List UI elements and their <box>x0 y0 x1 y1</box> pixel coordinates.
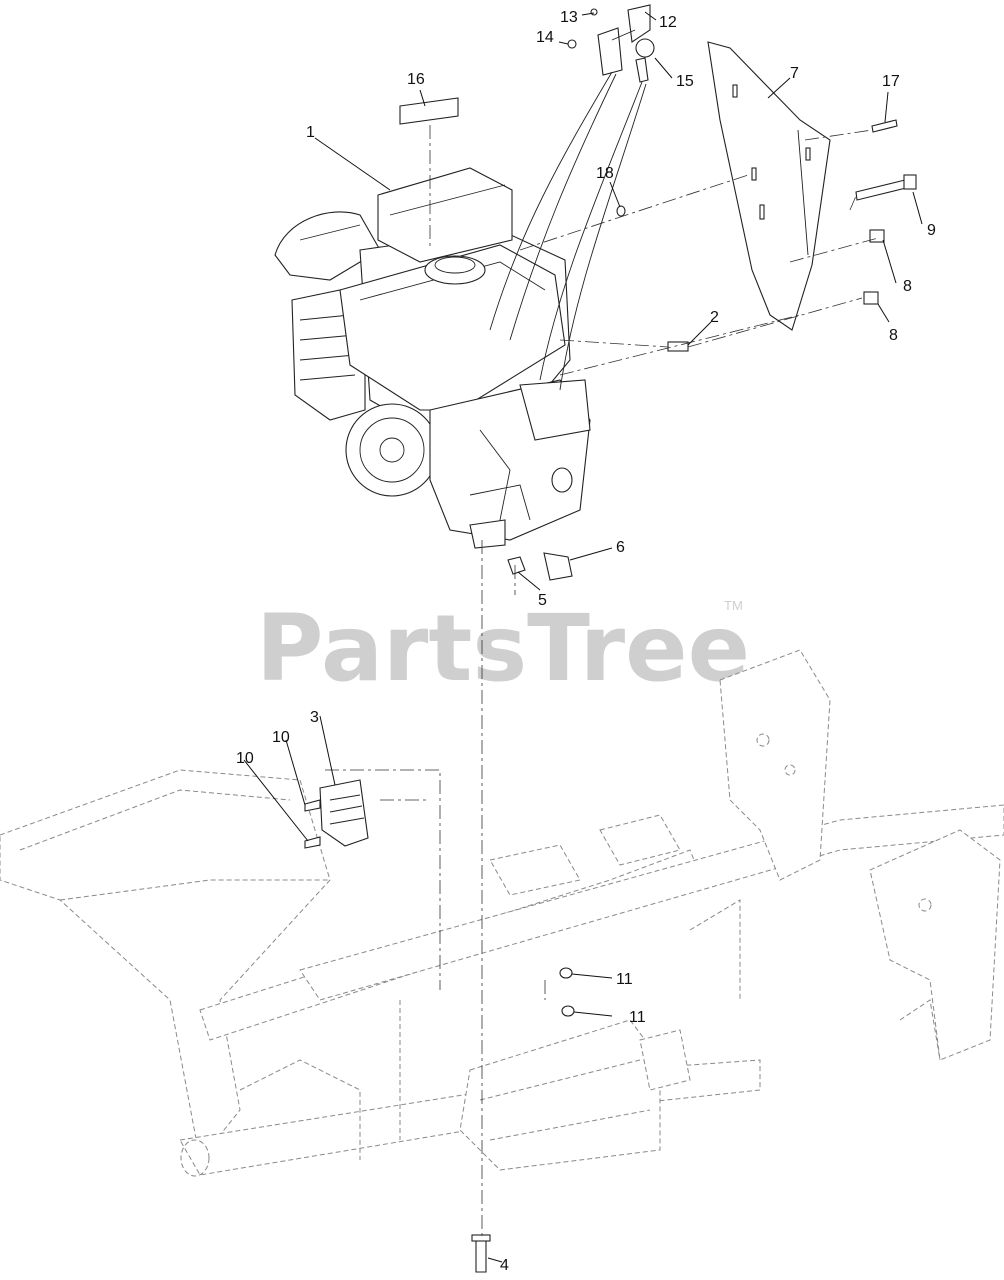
shield-plate <box>707 41 831 331</box>
fasteners <box>304 97 917 1273</box>
callout-14: 14 <box>536 29 554 46</box>
callout-11-upper: 11 <box>616 971 633 988</box>
callout-5: 5 <box>538 592 547 609</box>
callout-2: 2 <box>710 309 719 326</box>
callout-8-lower: 8 <box>889 327 898 344</box>
callout-1: 1 <box>306 124 315 141</box>
callout-9: 9 <box>927 222 936 239</box>
callout-7: 7 <box>790 65 799 82</box>
center-lines <box>325 125 879 1236</box>
engine-assembly <box>274 167 591 549</box>
chassis-frame <box>0 649 1004 1177</box>
callout-3: 3 <box>310 709 319 726</box>
callout-labels: 1 2 3 4 5 6 7 8 8 9 10 10 11 11 12 13 14… <box>236 9 936 1274</box>
callout-13: 13 <box>560 9 578 26</box>
callout-6: 6 <box>616 539 625 556</box>
callout-4: 4 <box>500 1257 509 1274</box>
callout-10-upper: 10 <box>272 729 290 746</box>
watermark: PartsTree TM <box>256 595 750 702</box>
watermark-trademark: TM <box>724 598 743 613</box>
callout-8-upper: 8 <box>903 278 912 295</box>
callout-17: 17 <box>882 73 900 90</box>
callout-11-lower: 11 <box>629 1009 646 1026</box>
callout-16: 16 <box>407 71 425 88</box>
watermark-text: PartsTree <box>256 595 750 702</box>
throttle-control <box>489 4 655 391</box>
leader-lines <box>243 11 923 1263</box>
callout-15: 15 <box>676 73 694 90</box>
callout-10-lower: 10 <box>236 750 254 767</box>
callout-18: 18 <box>596 165 614 182</box>
callout-12: 12 <box>659 14 677 31</box>
